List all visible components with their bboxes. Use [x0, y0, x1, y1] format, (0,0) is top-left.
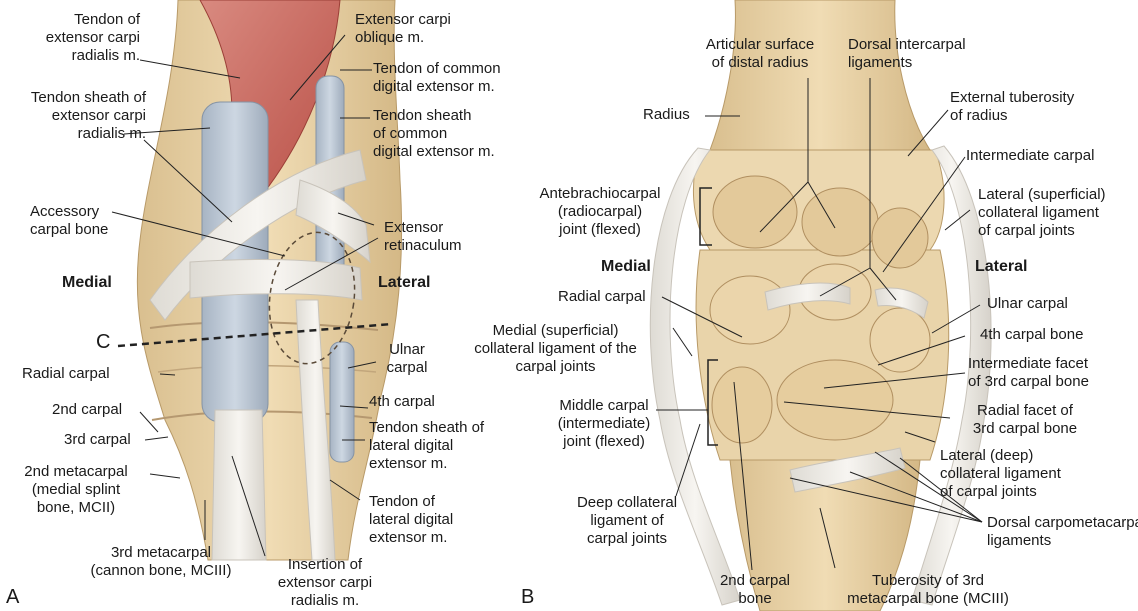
ulnar-carpal-bone: [872, 208, 928, 268]
label-dorsal-carpometacarpal: Dorsal carpometacarpal ligaments: [987, 514, 1138, 550]
lde-tendon-sheath: [330, 342, 354, 462]
label-radial-carpal-a: Radial carpal: [22, 365, 162, 383]
label-fourth-carpal-bone: 4th carpal bone: [980, 326, 1110, 344]
intermediate-carpal-bone: [802, 188, 878, 256]
orientation-medial-b: Medial: [601, 258, 671, 276]
label-sheath-ecr: Tendon sheath of extensor carpi radialis…: [6, 89, 146, 143]
label-sheath-cde: Tendon sheath of common digital extensor…: [373, 107, 523, 161]
orientation-medial-a: Medial: [62, 274, 132, 292]
radial-carpal-lower: [710, 276, 790, 344]
label-middle-carpal: Middle carpal (intermediate) joint (flex…: [548, 397, 660, 451]
third-carpal-bone-shape: [777, 360, 893, 440]
label-radial-facet: Radial facet of 3rd carpal bone: [955, 402, 1095, 438]
section-marker-c: C: [96, 331, 126, 353]
label-radial-carpal-b: Radial carpal: [558, 288, 678, 306]
label-third-metacarpal: 3rd metacarpal (cannon bone, MCIII): [66, 544, 256, 580]
label-lateral-superficial: Lateral (superficial) collateral ligamen…: [978, 186, 1138, 240]
radial-carpal-bone: [713, 176, 797, 248]
panel-a-illustration: [118, 0, 402, 560]
label-eco: Extensor carpi oblique m.: [355, 11, 485, 47]
panel-b-illustration: [650, 0, 991, 611]
label-tuberosity-mc3: Tuberosity of 3rd metacarpal bone (MCIII…: [828, 572, 1028, 608]
second-carpal-bone-shape: [712, 367, 772, 443]
label-tendon-lde: Tendon of lateral digital extensor m.: [369, 493, 489, 547]
fourth-carpal-bone-shape: [870, 308, 930, 372]
label-third-carpal: 3rd carpal: [64, 431, 154, 449]
label-deep-collateral: Deep collateral ligament of carpal joint…: [566, 494, 688, 548]
label-tendon-cde: Tendon of common digital extensor m.: [373, 60, 533, 96]
label-lateral-deep: Lateral (deep) collateral ligament of ca…: [940, 447, 1100, 501]
label-intermediate-carpal: Intermediate carpal: [966, 147, 1136, 165]
label-accessory-carpal: Accessory carpal bone: [30, 203, 140, 239]
label-second-metacarpal: 2nd metacarpal (medial splint bone, MCII…: [6, 463, 146, 517]
label-medial-superficial: Medial (superficial) collateral ligament…: [453, 322, 658, 376]
panel-letter-a: A: [6, 586, 36, 608]
retinaculum-band-3: [190, 260, 362, 300]
orientation-lateral-b: Lateral: [975, 258, 1055, 276]
label-articular-surface: Articular surface of distal radius: [685, 36, 835, 72]
label-second-carpal-bone: 2nd carpal bone: [705, 572, 805, 608]
label-external-tuberosity: External tuberosity of radius: [950, 89, 1110, 125]
label-ulnar-carpal-a: Ulnar carpal: [372, 341, 442, 377]
label-radius: Radius: [643, 106, 713, 124]
label-tendon-ecr: Tendon of extensor carpi radialis m.: [20, 11, 140, 65]
label-dorsal-intercarpal: Dorsal intercarpal ligaments: [848, 36, 998, 72]
radius-bone: [710, 0, 930, 150]
ecr-tendon: [212, 410, 266, 560]
label-ulnar-carpal-b: Ulnar carpal: [987, 295, 1097, 313]
label-insertion-ecr: Insertion of extensor carpi radialis m.: [265, 556, 385, 610]
label-extensor-retinaculum: Extensor retinaculum: [384, 219, 484, 255]
label-fourth-carpal: 4th carpal: [369, 393, 469, 411]
label-sheath-lde: Tendon sheath of lateral digital extenso…: [369, 419, 509, 473]
label-antebrachiocarpal: Antebrachiocarpal (radiocarpal) joint (f…: [510, 185, 690, 239]
panel-letter-b: B: [521, 586, 551, 608]
label-second-carpal: 2nd carpal: [52, 401, 152, 419]
label-intermediate-facet: Intermediate facet of 3rd carpal bone: [968, 355, 1128, 391]
orientation-lateral-a: Lateral: [378, 274, 458, 292]
